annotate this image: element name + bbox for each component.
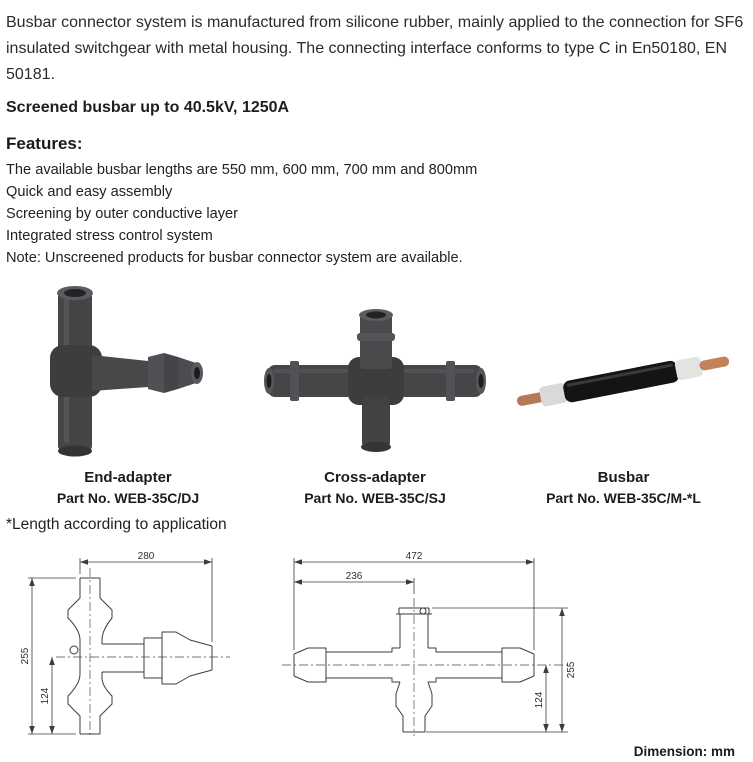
dim-label-lower: 124 — [534, 691, 545, 708]
product-part-number: Part No. WEB-35C/SJ — [304, 489, 446, 506]
product-part-number: Part No. WEB-35C/DJ — [56, 489, 200, 506]
product-part-number: Part No. WEB-35C/M-*L — [546, 489, 701, 506]
dim-label-center: 236 — [346, 571, 363, 582]
dim-label-width: 472 — [406, 551, 423, 562]
dim-label-width: 280 — [138, 551, 155, 562]
dim-label-height: 255 — [20, 647, 31, 664]
features-list: The available busbar lengths are 550 mm,… — [6, 159, 747, 269]
product-end-adapter: End-adapter Part No. WEB-35C/DJ — [6, 283, 250, 506]
features-heading: Features: — [6, 133, 83, 153]
dimension-unit-note: Dimension: mm — [633, 743, 735, 759]
feature-item: Integrated stress control system — [6, 227, 213, 244]
product-caption: Cross-adapter Part No. WEB-35C/SJ — [304, 469, 446, 506]
feature-item: The available busbar lengths are 550 mm,… — [6, 161, 478, 178]
length-note: *Length according to application — [6, 515, 227, 533]
product-name: Cross-adapter — [324, 468, 426, 486]
product-busbar: Busbar Part No. WEB-35C/M-*L — [500, 283, 747, 506]
dim-label-lower: 124 — [40, 687, 51, 704]
product-name: Busbar — [597, 468, 650, 486]
cross-adapter-photo — [264, 308, 486, 452]
cross-adapter-drawing: 472 236 255 124 — [282, 551, 577, 736]
product-row: End-adapter Part No. WEB-35C/DJ — [6, 283, 747, 506]
technical-drawings: 280 255 124 — [18, 550, 747, 740]
feature-item: Screening by outer conductive layer — [6, 205, 239, 222]
busbar-photo — [516, 356, 729, 407]
rating-subtitle: Screened busbar up to 40.5kV, 1250A — [6, 98, 290, 116]
end-adapter-photo — [50, 285, 203, 457]
feature-item: Quick and easy assembly — [6, 183, 173, 200]
end-adapter-drawing: 280 255 124 — [20, 551, 230, 738]
dim-label-height: 255 — [566, 661, 577, 678]
product-caption: Busbar Part No. WEB-35C/M-*L — [546, 469, 701, 506]
product-cross-adapter: Cross-adapter Part No. WEB-35C/SJ — [250, 283, 500, 506]
product-name: End-adapter — [84, 468, 172, 486]
product-caption: End-adapter Part No. WEB-35C/DJ — [57, 469, 199, 506]
feature-item: Note: Unscreened products for busbar con… — [6, 249, 463, 266]
intro-paragraph: Busbar connector system is manufactured … — [6, 14, 744, 83]
